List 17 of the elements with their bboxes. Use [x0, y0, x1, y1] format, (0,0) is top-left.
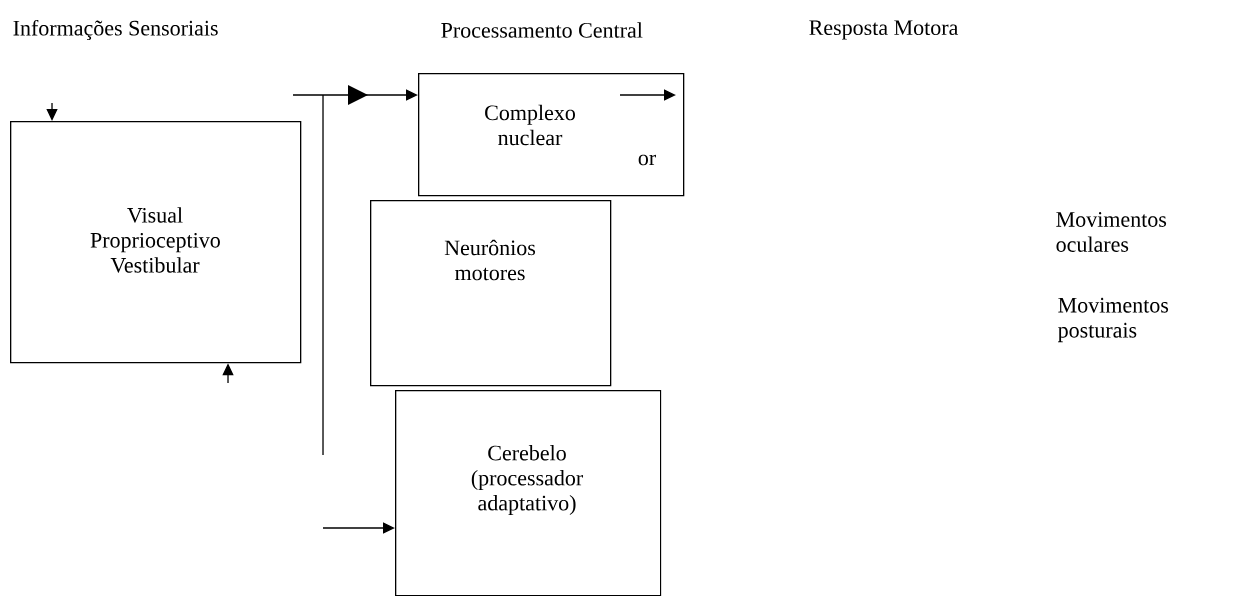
label-text: Processamento Central [441, 22, 643, 38]
process-box [10, 121, 302, 364]
arrow [46, 102, 58, 121]
process-box [370, 200, 612, 387]
label-text: Resposta Motora [809, 20, 959, 40]
process-box [395, 390, 662, 596]
arrow [292, 85, 418, 456]
arrow [322, 522, 395, 534]
box-text: Complexo nuclear [485, 104, 575, 146]
label-text: Movimentos posturais [1058, 297, 1169, 343]
box-text: or [638, 154, 656, 166]
box-text: Neurônios motores [444, 239, 536, 281]
box-text: Cerebelo (processador adaptativo) [471, 445, 583, 515]
label-text: Informações Sensoriais [13, 19, 218, 41]
process-box [418, 73, 685, 197]
box-text: Visual Proprioceptivo Vestibular [90, 207, 220, 273]
label-text: Movimentos oculares [1056, 212, 1167, 252]
